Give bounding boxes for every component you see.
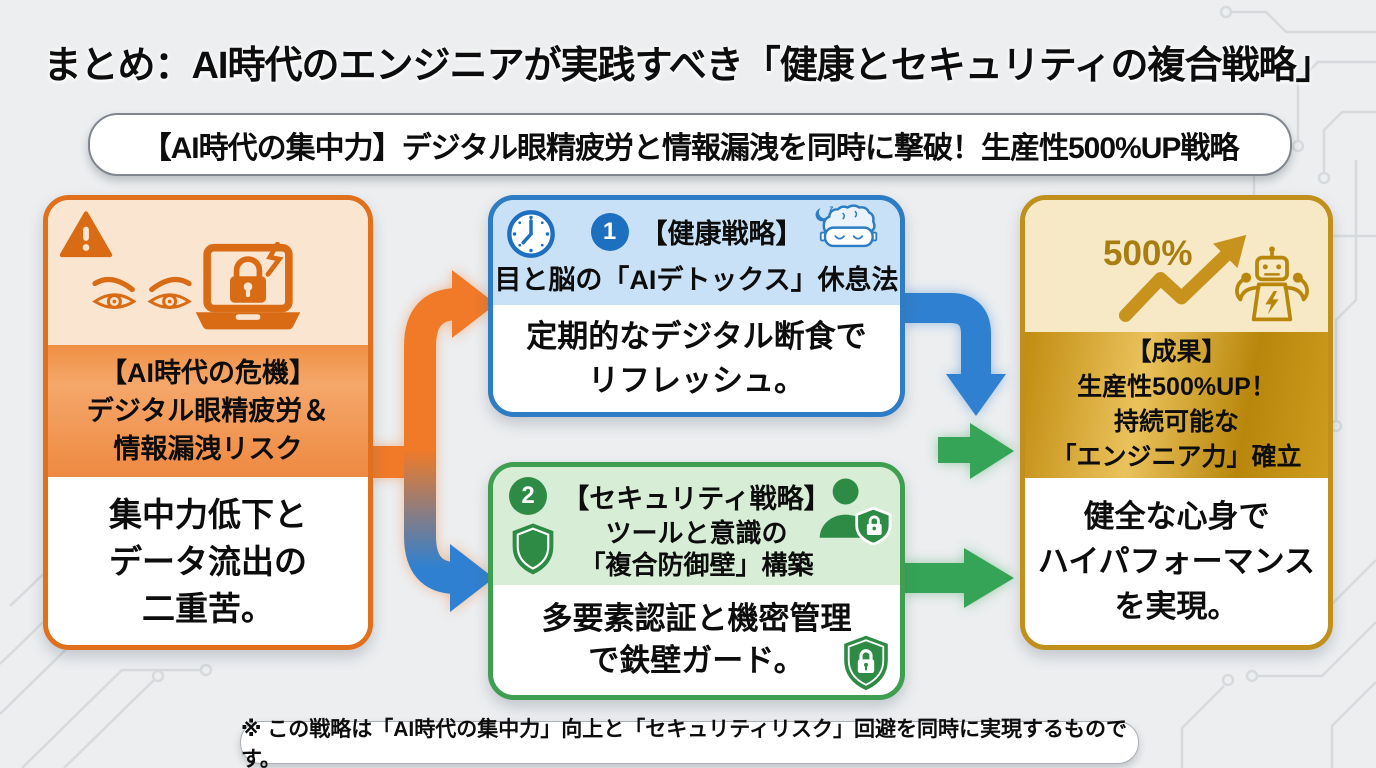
crisis-heading-line: デジタル眼精疲労＆ xyxy=(86,396,330,426)
step-2-badge: 2 xyxy=(509,477,547,515)
result-body: 健全な心身で ハイパフォーマンス を実現。 xyxy=(1025,478,1328,645)
clock-icon xyxy=(507,210,555,258)
health-body-line: 定期的なデジタル断食で xyxy=(526,318,867,354)
shield-lock-icon xyxy=(844,635,888,691)
crisis-heading-line: 【AI時代の危機】 xyxy=(100,358,316,388)
crisis-body-line: 集中力低下と xyxy=(109,495,307,533)
health-body-line: リフレッシュ。 xyxy=(588,362,805,398)
growth-arrow-icon xyxy=(1118,234,1247,322)
security-body: 多要素認証と機密管理 で鉄壁ガード。 xyxy=(493,585,900,695)
result-heading-line: 「エンジニア力」確立 xyxy=(1051,443,1302,471)
crisis-body: 集中力低下と データ流出の 二重苦。 xyxy=(48,477,368,645)
security-heading-line: ツールと意識の xyxy=(605,518,788,548)
footnote-banner: ※ この戦略は「AI時代の集中力」向上と「セキュリティリスク」回避を同時に実現す… xyxy=(240,718,1139,768)
footnote-text: ※ この戦略は「AI時代の集中力」向上と「セキュリティリスク」回避を同時に実現す… xyxy=(241,717,1127,768)
strong-robot-icon xyxy=(1235,246,1309,322)
health-tag: 【健康戦略】 xyxy=(640,219,803,249)
svg-text:z: z xyxy=(829,203,833,213)
page-title: まとめ：AI時代のエンジニアが実践すべき「健康とセキュリティの複合戦略」 xyxy=(43,45,1333,87)
crisis-card: 【AI時代の危機】 デジタル眼精疲労＆ 情報漏洩リスク 集中力低下と データ流出… xyxy=(43,195,373,650)
health-heading: 目と脳の「AIデトックス」休息法 xyxy=(494,265,899,295)
result-heading-line: 【成果】 xyxy=(1126,338,1227,366)
arrow-security-to-result xyxy=(900,548,1014,608)
crisis-icon-zone xyxy=(48,200,368,345)
hacked-laptop-lock-icon xyxy=(195,242,301,330)
health-card-header: 1 【健康戦略】 z 目と脳の「AIデトックス」休息法 xyxy=(493,200,900,305)
result-body-line: 健全な心身で xyxy=(1083,499,1270,534)
subtitle-text: 【AI時代の集中力】デジタル眼精疲労と情報漏洩を同時に撃破！生産性500%UP戦… xyxy=(141,131,1240,165)
sleeping-brain-mask-icon: z xyxy=(815,203,878,248)
arrow-health-down xyxy=(900,293,1006,416)
result-heading: 【成果】 生産性500%UP！ 持続可能な 「エンジニア力」確立 xyxy=(1025,332,1328,478)
health-strategy-card: 1 【健康戦略】 z 目と脳の「AIデトックス」休息法 定期的なデジタル断食で … xyxy=(488,195,905,417)
shield-icon xyxy=(512,523,554,575)
security-heading-line: 「複合防御壁」構築 xyxy=(579,550,814,580)
result-card: 500% 【成果】 生産性500%UP！ 持続可能な xyxy=(1020,195,1333,650)
arrow-merge-to-result xyxy=(938,423,1014,479)
security-body-line: 多要素認証と機密管理 xyxy=(541,601,852,636)
result-heading-line: 持続可能な xyxy=(1113,408,1239,436)
health-body: 定期的なデジタル断食で リフレッシュ。 xyxy=(493,305,900,412)
security-body-line: で鉄壁ガード。 xyxy=(588,643,805,678)
security-tag: 【セキュリティ戦略】 xyxy=(562,484,831,514)
crisis-heading: 【AI時代の危機】 デジタル眼精疲労＆ 情報漏洩リスク xyxy=(48,345,368,477)
metric-label: 500% xyxy=(1103,234,1193,273)
crisis-body-line: データ流出の xyxy=(109,542,307,580)
subtitle-banner: 【AI時代の集中力】デジタル眼精疲労と情報漏洩を同時に撃破！生産性500%UP戦… xyxy=(88,113,1292,176)
step-1-badge: 1 xyxy=(590,212,629,251)
security-card-header: 2 【セキュリティ戦略】 ツールと意識の 「複合防御壁」構築 xyxy=(493,467,900,585)
result-heading-line: 生産性500%UP！ xyxy=(1077,373,1276,401)
split-arrow-crisis-to-strategies xyxy=(366,270,496,612)
result-icon-zone: 500% xyxy=(1025,200,1328,332)
result-body-line: を実現。 xyxy=(1114,589,1239,624)
crisis-body-line: 二重苦。 xyxy=(142,589,274,627)
crisis-heading-line: 情報漏洩リスク xyxy=(113,434,303,464)
user-lock-icon xyxy=(819,478,892,546)
security-strategy-card: 2 【セキュリティ戦略】 ツールと意識の 「複合防御壁」構築 多要素認証と機密管… xyxy=(488,462,905,700)
result-body-line: ハイパフォーマンス xyxy=(1037,544,1316,579)
tired-eyes-icon xyxy=(92,276,192,309)
warning-triangle-icon xyxy=(59,211,113,258)
